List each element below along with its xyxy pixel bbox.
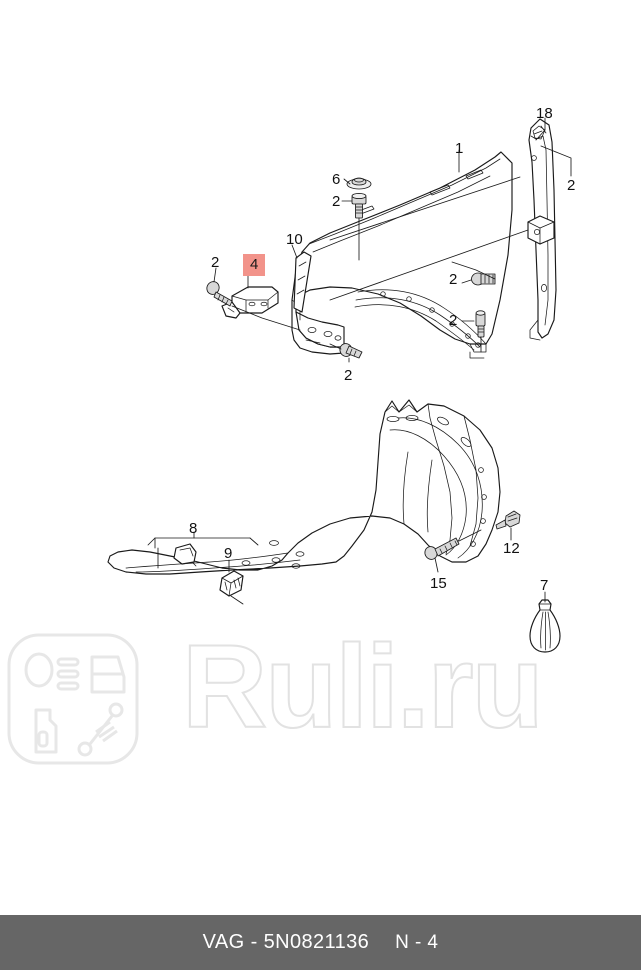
callout-6: 6: [332, 171, 341, 188]
footer-bar: VAG - 5N0821136 N - 4: [0, 915, 641, 970]
page-reference-label: N - 4: [395, 932, 439, 953]
expanding-rivet-part: [495, 510, 521, 530]
leader-lines-top: [213, 117, 572, 363]
hex-bolt-arch-lower: [475, 310, 486, 338]
hex-bolt-arch-upper: [471, 272, 496, 286]
callout-2-arch-upper: 2: [449, 271, 458, 288]
mounting-bracket-part: [221, 286, 279, 319]
wheel-housing-liner-part: [107, 399, 501, 575]
callout-2-bottom: 2: [344, 367, 353, 384]
footer-content: VAG - 5N0821136 N - 4: [203, 931, 439, 954]
callout-8: 8: [189, 520, 198, 537]
callout-12: 12: [503, 540, 520, 557]
retaining-clip-part: [219, 570, 244, 597]
callout-4-highlighted: 4: [243, 254, 266, 276]
callout-7: 7: [540, 577, 549, 594]
hex-bolt-bottom: [339, 343, 363, 359]
callout-10: 10: [286, 231, 303, 248]
callout-2-rail: 2: [567, 177, 576, 194]
part-code-label: VAG - 5N0821136: [202, 931, 370, 953]
leader-lines-bottom: [147, 527, 546, 605]
tapping-screw-part: [424, 537, 460, 560]
callout-2-arch-lower: 2: [449, 312, 458, 329]
trim-strip-part: [293, 251, 312, 313]
callout-15: 15: [430, 575, 447, 592]
callout-1: 1: [455, 140, 464, 157]
callout-2-left: 2: [211, 254, 220, 271]
callout-2-top: 2: [332, 193, 341, 210]
callout-9: 9: [224, 545, 233, 562]
parts-diagram: .ln { fill:none; stroke:#1a1a1a; stroke-…: [107, 117, 572, 653]
hex-bolt-top: [351, 192, 367, 219]
callout-18: 18: [536, 105, 553, 122]
hex-bolt-left: [206, 281, 233, 307]
fender-side-rail-part: [527, 118, 557, 341]
sealing-cap-part: [346, 177, 372, 190]
rubber-plug-part: [529, 599, 561, 653]
